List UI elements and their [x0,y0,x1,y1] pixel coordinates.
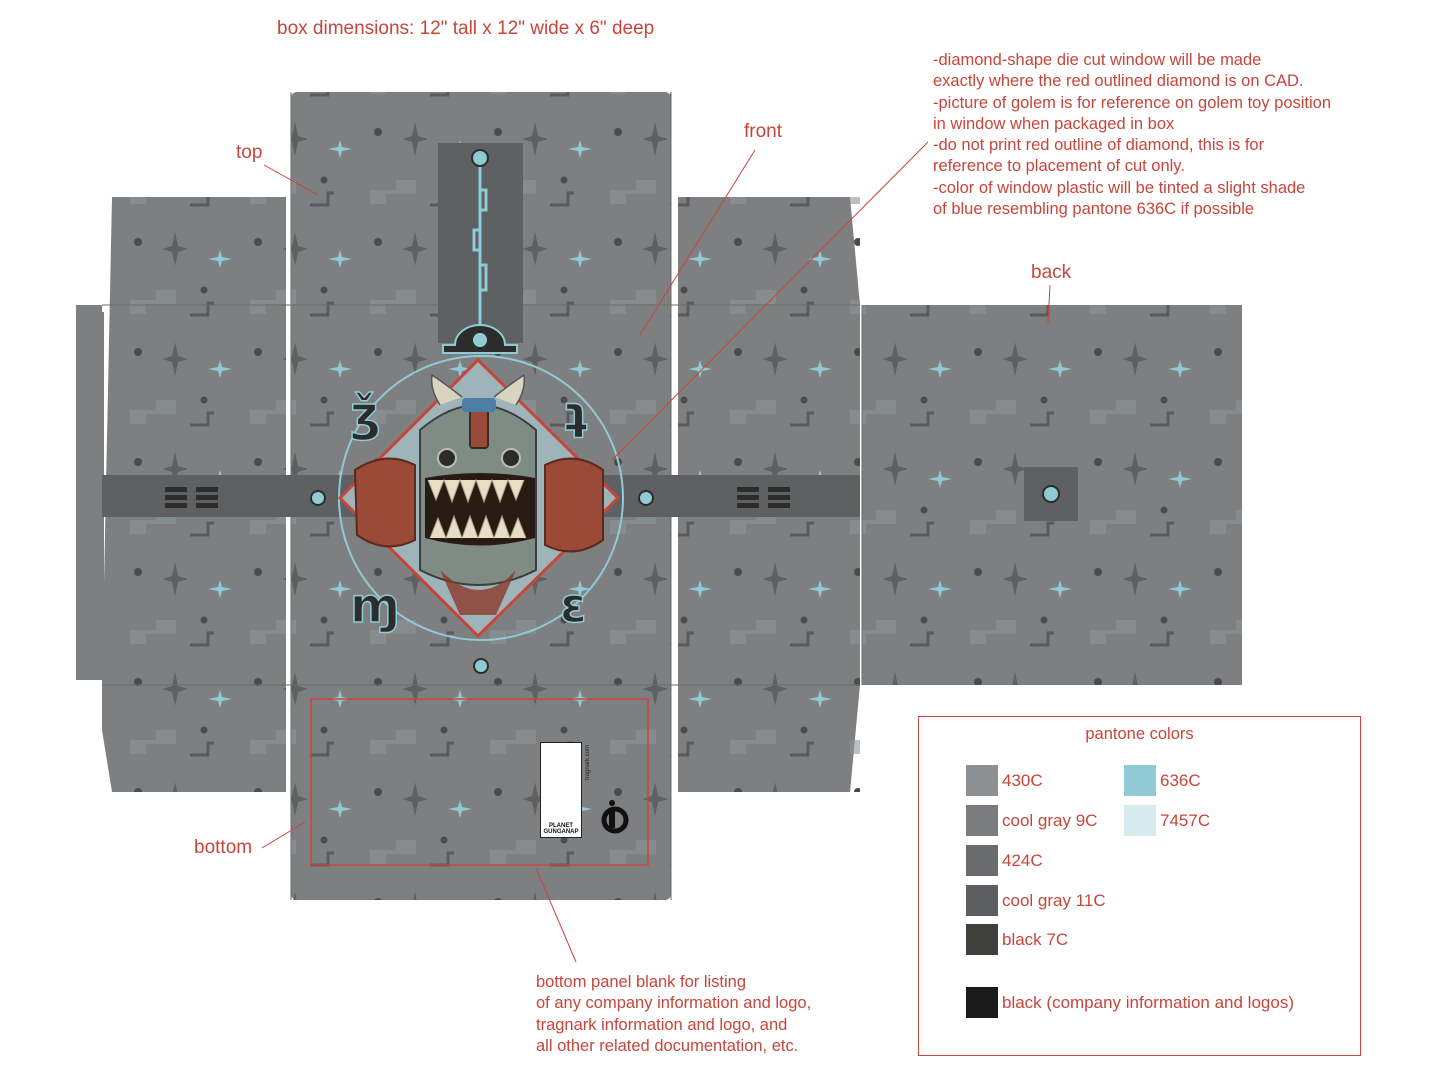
legend-title: pantone colors [1085,725,1194,743]
swatch-label: cool gray 11C [1002,890,1106,910]
bottom-note-line: tragnark information and logo, and [536,1015,788,1034]
logo-name-line1: PLANET [549,823,573,829]
leader-lines [261,141,1051,963]
golem-right-arm [544,457,604,553]
bottom-panel-label: bottom [194,837,253,858]
svg-text:ɛ: ɛ [560,578,587,634]
swatch-chip [1124,765,1156,796]
box-dimensions-title: box dimensions: 12" tall x 12" wide x 6"… [277,18,655,39]
left-glue-tab [76,312,104,680]
left-band-glyph [165,487,218,508]
legend-item: 430C [966,765,1043,796]
corner-glyphs: ǯ ʇ ɱ ɛ [349,385,588,635]
window-note-line: -color of window plastic will be tinted … [933,178,1306,197]
legend-item: black (company information and logos) [966,987,1294,1018]
legend-item: 424C [966,845,1043,876]
ring-node-bottom [473,658,489,674]
svg-text:ʇ: ʇ [565,386,588,442]
bottom-note-line: of any company information and logo, [536,994,812,1013]
window-note-line: of blue resembling pantone 636C if possi… [933,200,1255,219]
golem-feet [440,570,516,615]
diamond-window [337,357,621,639]
legend-item: 636C [1124,765,1201,796]
pantone-legend: pantone colors 430C cool gray 9C 424C co… [918,716,1361,1056]
golem-nose [469,409,489,449]
logo-url: tragnark.com [585,744,591,780]
swatch-label: 424C [1002,850,1043,870]
window-note-line: -picture of golem is for reference on go… [933,93,1332,112]
back-panel-label: back [1031,262,1072,283]
swatch-label: black (company information and logos) [1002,992,1294,1012]
right-band-glyph [737,487,790,508]
bottom-note-line: all other related documentation, etc. [536,1036,799,1055]
bottom-info-area [310,698,649,866]
bottom-panel-notes: bottom panel blank for listing of any co… [536,972,811,1057]
legend-item: cool gray 9C [966,805,1097,836]
swatch-label: 430C [1002,770,1043,790]
window-note-line: in window when packaged in box [933,114,1175,133]
golem-right-eye [501,448,521,468]
swatch-chip [966,805,998,836]
swatch-chip [1124,805,1156,836]
back-node-icon [1042,485,1060,503]
planet-gunganap-logo: PLANET GUNGANAP [540,742,582,838]
golem-left-eye [437,448,457,468]
legend-item: 7457C [1124,805,1210,836]
swatch-label: 636C [1160,770,1201,790]
bottom-note-line: bottom panel blank for listing [536,973,747,991]
front-panel-label: front [744,121,783,142]
legend-item: cool gray 11C [966,885,1106,916]
legend-item: black 7C [966,924,1068,955]
ring-node-left [310,490,326,506]
swatch-chip [966,765,998,796]
window-note-line: -do not print red outline of diamond, th… [933,136,1265,155]
window-note-line: reference to placement of cut only. [933,157,1185,176]
tower-glyph [472,165,488,330]
tragnark-logo-mark [601,800,629,834]
logo-name: PLANET GUNGANAP [541,823,581,835]
swatch-label: cool gray 9C [1002,810,1098,830]
swatch-chip [966,845,998,876]
svg-text:ɱ: ɱ [350,578,400,634]
window-note-line: exactly where the red outlined diamond i… [933,72,1304,91]
svg-text:ǯ: ǯ [350,386,379,442]
tower-top-node [471,149,489,167]
golem-teeth [427,478,527,540]
window-notes: -diamond-shape die cut window will be ma… [933,50,1403,220]
golem-left-arm [353,457,416,548]
swatch-label: black 7C [1002,929,1069,949]
ring-node-right [638,490,654,506]
logo-name-line2: GUNGANAP [543,829,579,835]
swatch-chip [966,987,998,1018]
golem-horns [430,373,526,406]
window-note-line: -diamond-shape die cut window will be ma… [933,51,1262,69]
swatch-chip [966,924,998,955]
swatch-label: 7457C [1160,810,1211,830]
swatch-chip [966,885,998,916]
top-panel-label: top [236,142,263,163]
